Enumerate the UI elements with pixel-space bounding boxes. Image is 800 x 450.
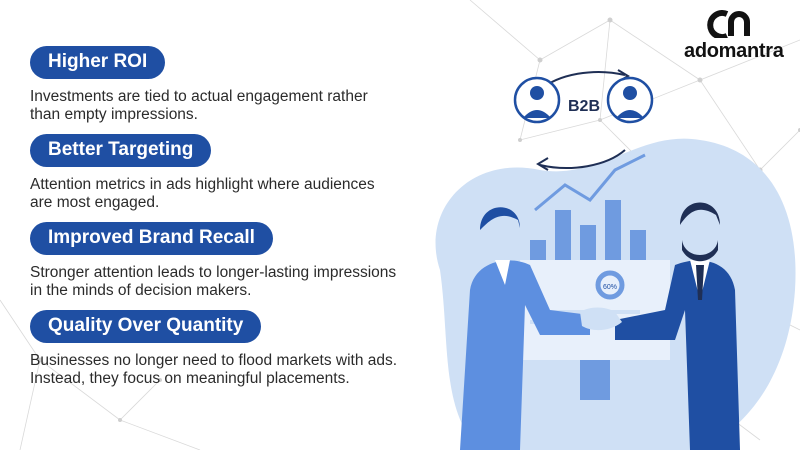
- handshake-icon: [580, 307, 622, 331]
- businessman-right: [615, 202, 740, 450]
- brand-logo-mark-icon: [707, 10, 750, 38]
- person-icon: [606, 76, 654, 124]
- gauge-icon: 60%: [595, 270, 625, 300]
- benefit-title-pill: Better Targeting: [30, 134, 212, 167]
- gauge-label: 60%: [603, 284, 617, 291]
- benefits-list: Higher ROI Investments are tied to actua…: [30, 46, 400, 398]
- benefit-description: Stronger attention leads to longer-lasti…: [30, 264, 397, 299]
- benefit-description: Businesses no longer need to flood marke…: [30, 352, 398, 387]
- b2b-label: B2B: [568, 98, 600, 115]
- benefit-title-pill: Higher ROI: [30, 46, 166, 79]
- line-chart-icon: [534, 153, 646, 212]
- benefit-description: Investments are tied to actual engagemen…: [30, 88, 368, 123]
- benefit-title-pill: Improved Brand Recall: [30, 222, 273, 255]
- benefit-title-pill: Quality Over Quantity: [30, 310, 262, 343]
- businessman-left: [460, 207, 590, 450]
- benefit-item: Improved Brand Recall Stronger attention…: [30, 222, 400, 300]
- benefit-item: Higher ROI Investments are tied to actua…: [30, 46, 400, 124]
- benefit-item: Better Targeting Attention metrics in ad…: [30, 134, 400, 212]
- benefit-item: Quality Over Quantity Businesses no long…: [30, 310, 400, 388]
- person-icon: [513, 76, 561, 124]
- benefit-description: Attention metrics in ads highlight where…: [30, 176, 375, 211]
- b2b-handshake-illustration: B2B 60%: [435, 69, 796, 450]
- dashboard-stand: [580, 360, 610, 400]
- brand-logo-wordmark: adomantra: [684, 40, 784, 62]
